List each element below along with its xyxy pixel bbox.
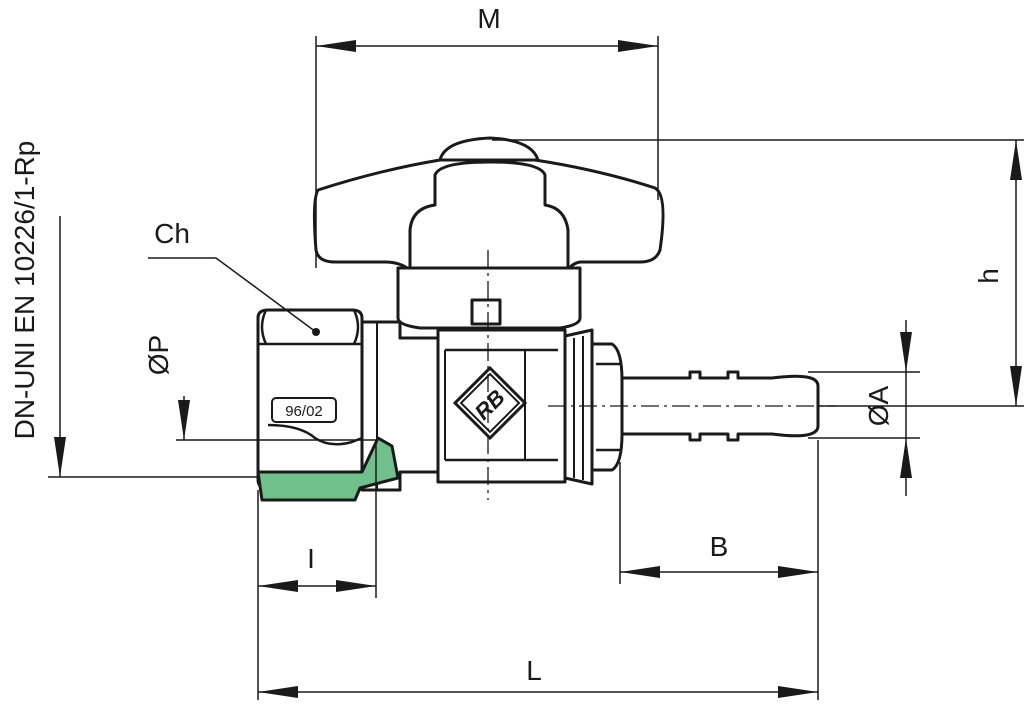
- valve-body: 96/02 RB: [256, 136, 820, 502]
- nut-marking-box: [271, 397, 337, 423]
- thread-seal[interactable]: [256, 436, 400, 502]
- dim-P: ØP: [143, 335, 378, 441]
- dim-I: I: [257, 440, 377, 700]
- handle-dome: [438, 136, 540, 162]
- standard-label: DN-UNI EN 10226/1-Rp: [9, 141, 40, 440]
- label-A: ØA: [863, 385, 894, 426]
- dim-DN: DN-UNI EN 10226/1-Rp: [9, 141, 260, 478]
- rb-logo: RB: [452, 365, 528, 441]
- dim-A: ØA: [808, 320, 920, 496]
- label-B: B: [710, 531, 729, 562]
- dim-L: L: [258, 655, 818, 698]
- handle-hub: [408, 160, 570, 272]
- center-lines: [487, 250, 836, 500]
- dim-B: B: [619, 440, 819, 700]
- dim-h: h: [492, 139, 1024, 407]
- label-M: M: [477, 3, 500, 34]
- label-h: h: [973, 268, 1004, 284]
- nut-marking: 96/02: [285, 403, 323, 420]
- stem-screw: [470, 298, 502, 326]
- right-flange: [563, 328, 594, 486]
- label-Ch: Ch: [154, 218, 190, 249]
- label-P: ØP: [143, 335, 174, 375]
- dim-M: M: [315, 3, 659, 268]
- dim-Ch: Ch: [148, 218, 320, 336]
- label-I: I: [307, 543, 315, 574]
- label-L: L: [526, 655, 542, 686]
